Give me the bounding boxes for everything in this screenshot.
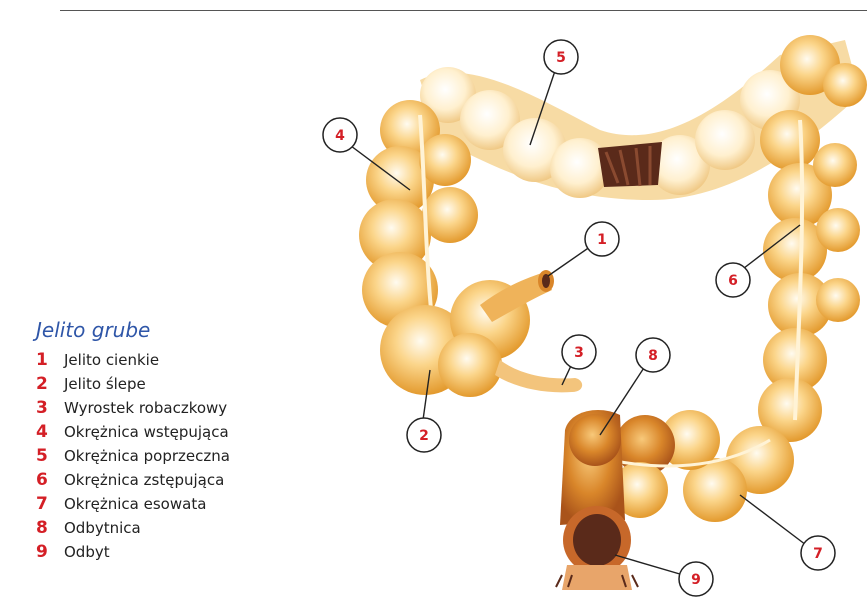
legend-item-label: Jelito cienkie: [64, 351, 159, 369]
callout-8: 8: [636, 338, 670, 372]
legend-item-label: Jelito ślepe: [64, 375, 146, 393]
callout-6-label: 6: [728, 273, 738, 289]
legend-item-number: 2: [36, 374, 64, 394]
legend-item-label: Wyrostek robaczkowy: [64, 399, 227, 417]
legend-item: 9 Odbyt: [36, 540, 296, 564]
legend-item-number: 5: [36, 446, 64, 466]
legend-item-number: 1: [36, 350, 64, 370]
legend: Jelito grube 1 Jelito cienkie 2 Jelito ś…: [36, 318, 296, 564]
legend-item-label: Okrężnica zstępująca: [64, 471, 224, 489]
callout-2-label: 2: [419, 428, 429, 444]
legend-item-number: 9: [36, 542, 64, 562]
legend-item-label: Odbytnica: [64, 519, 141, 537]
legend-item-label: Okrężnica poprzeczna: [64, 447, 230, 465]
legend-item-label: Okrężnica esowata: [64, 495, 206, 513]
legend-item-number: 8: [36, 518, 64, 538]
legend-item-label: Odbyt: [64, 543, 110, 561]
legend-item: 2 Jelito ślepe: [36, 372, 296, 396]
callout-7: 7: [801, 536, 835, 570]
legend-title: Jelito grube: [36, 318, 296, 342]
legend-item: 7 Okrężnica esowata: [36, 492, 296, 516]
callout-1-label: 1: [597, 232, 607, 248]
callout-5: 5: [544, 40, 578, 74]
callout-7-label: 7: [813, 546, 823, 562]
callout-3: 3: [562, 335, 596, 369]
callout-1: 1: [585, 222, 619, 256]
legend-item: 6 Okrężnica zstępująca: [36, 468, 296, 492]
legend-item: 5 Okrężnica poprzeczna: [36, 444, 296, 468]
descending-colon: [758, 110, 860, 442]
callout-5-label: 5: [556, 50, 566, 66]
legend-item-number: 7: [36, 494, 64, 514]
legend-item-label: Okrężnica wstępująca: [64, 423, 229, 441]
legend-item-number: 4: [36, 422, 64, 442]
sigmoid-colon: [610, 410, 794, 522]
callout-8-label: 8: [648, 348, 658, 364]
callout-4: 4: [323, 118, 357, 152]
callout-4-label: 4: [335, 128, 345, 144]
callout-2: 2: [407, 418, 441, 452]
legend-list: 1 Jelito cienkie 2 Jelito ślepe 3 Wyrost…: [36, 348, 296, 564]
callout-9: 9: [679, 562, 713, 596]
legend-item: 3 Wyrostek robaczkowy: [36, 396, 296, 420]
cut-section: [598, 142, 662, 187]
callout-3-label: 3: [574, 345, 584, 361]
legend-item: 4 Okrężnica wstępująca: [36, 420, 296, 444]
legend-item-number: 3: [36, 398, 64, 418]
legend-item: 1 Jelito cienkie: [36, 348, 296, 372]
legend-item: 8 Odbytnica: [36, 516, 296, 540]
callout-9-label: 9: [691, 572, 701, 588]
callout-6: 6: [716, 263, 750, 297]
legend-item-number: 6: [36, 470, 64, 490]
